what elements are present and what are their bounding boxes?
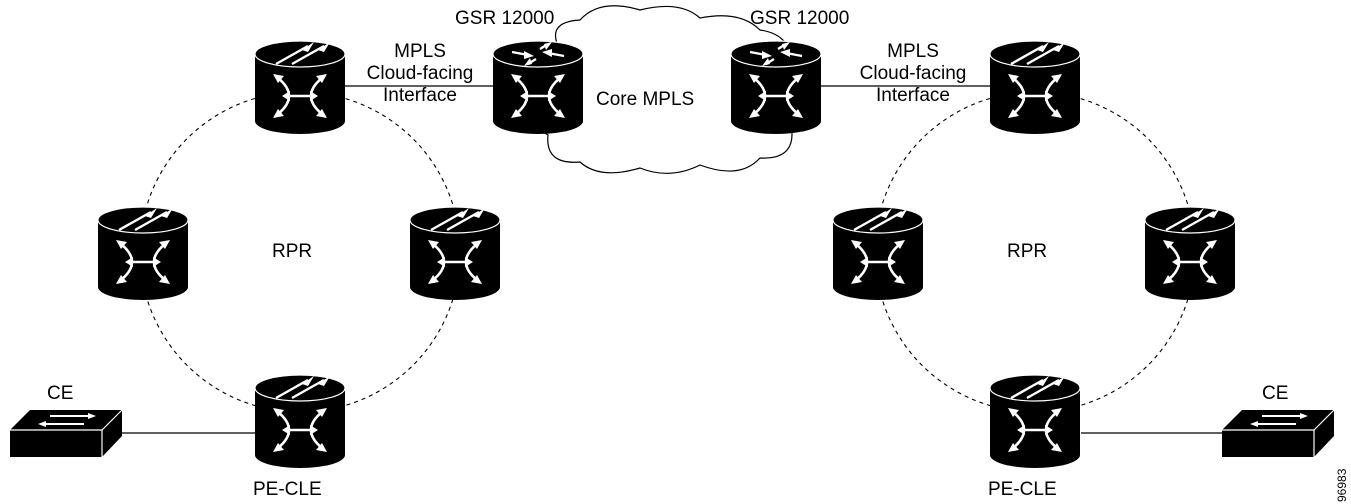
label-rpr-left: RPR: [272, 241, 313, 262]
core-mpls-cloud: [528, 5, 802, 174]
router-left-top: [253, 39, 347, 136]
label-gsr-right: GSR 12000: [750, 8, 850, 29]
router-gsr-left: [491, 39, 585, 136]
label-mpls-right: MPLS Cloud-facing Interface: [859, 41, 967, 106]
label-mpls-left: MPLS Cloud-facing Interface: [366, 41, 474, 106]
label-gsr-left: GSR 12000: [455, 8, 555, 29]
switch-ce-left: [9, 409, 123, 458]
router-left-pe-cle: [253, 373, 347, 470]
figure-id: 96983: [1335, 468, 1349, 502]
router-left-mid-right: [408, 205, 502, 302]
router-gsr-right: [729, 39, 823, 136]
router-right-mid-left: [831, 205, 925, 302]
label-pe-cle-right: PE-CLE: [988, 479, 1057, 500]
router-right-pe-cle: [988, 373, 1082, 470]
label-core-mpls: Core MPLS: [596, 89, 695, 110]
label-ce-left: CE: [47, 383, 74, 404]
router-left-mid-left: [96, 205, 190, 302]
label-pe-cle-left: PE-CLE: [253, 479, 322, 500]
switch-ce-right: [1221, 409, 1335, 458]
label-rpr-right: RPR: [1007, 241, 1048, 262]
router-right-top: [988, 39, 1082, 136]
label-ce-right: CE: [1262, 383, 1289, 404]
router-right-mid-right: [1143, 205, 1237, 302]
